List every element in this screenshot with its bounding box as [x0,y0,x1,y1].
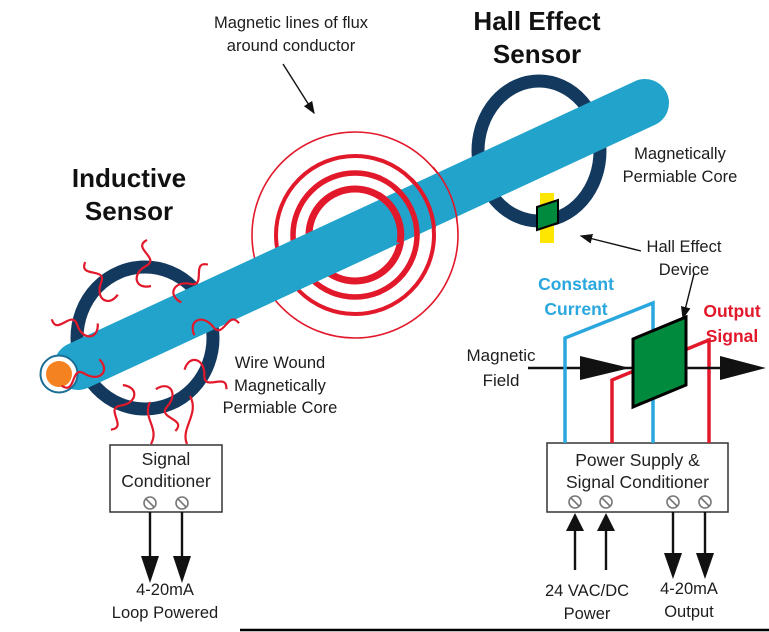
power-in-label: 24 VAC/DC Power [544,582,630,623]
hall-chip-schematic [631,314,688,410]
flux-pointer-arrow [282,63,315,115]
magnetic-field-arrow [580,356,630,380]
inductive-core-label: Wire Wound Magnetically Permiable Core [222,354,338,417]
power-supply-label: Power Supply & Signal Conditioner [565,450,709,492]
screw-terminal-icon [143,496,157,510]
hall-schematic [528,300,766,443]
inductive-title: Inductive Sensor [71,163,187,226]
hall-chip-pointer-arrow [680,273,695,320]
flux-label: Magnetic lines of flux around conductor [213,14,369,55]
screw-terminal-icon [175,496,189,510]
loop-output-arrows [141,512,191,583]
hall-device-chip [536,198,559,232]
ma-output-arrows [664,512,714,579]
constant-current-label: Constant Current [538,274,614,319]
screw-terminal-icon [698,495,712,509]
conductor-core-tip [46,361,72,387]
flux-front-arcs [376,166,458,244]
output-signal-label: Output Signal [703,301,761,346]
screw-terminal-icon [568,495,582,509]
coil-winding [48,238,241,445]
ma-output-label: 4-20mA Output [660,580,718,621]
screw-terminal-icon [666,495,680,509]
output-field-arrow [720,356,766,380]
conductor-rod [54,79,669,390]
hall-device-pointer-arrow [579,233,642,252]
power-input-arrows [566,513,615,570]
hall-title: Hall Effect Sensor [473,6,601,69]
coil-lead-wire [184,395,194,445]
flux-circle [251,131,459,339]
screw-terminals [143,495,712,510]
screw-terminal-icon [599,495,613,509]
hall-core-label: Magnetically Permiable Core [622,145,738,186]
flux-circle [274,154,436,316]
loop-powered-label: 4-20mA Loop Powered [111,581,219,622]
magnetic-field-label: Magnetic Field [466,346,536,390]
signal-conditioner-box [109,444,223,513]
signal-conditioner-label: Signal Conditioner [121,449,211,491]
coil-lead-wire [146,401,155,445]
hall-device-label: Hall Effect Device [646,238,722,279]
